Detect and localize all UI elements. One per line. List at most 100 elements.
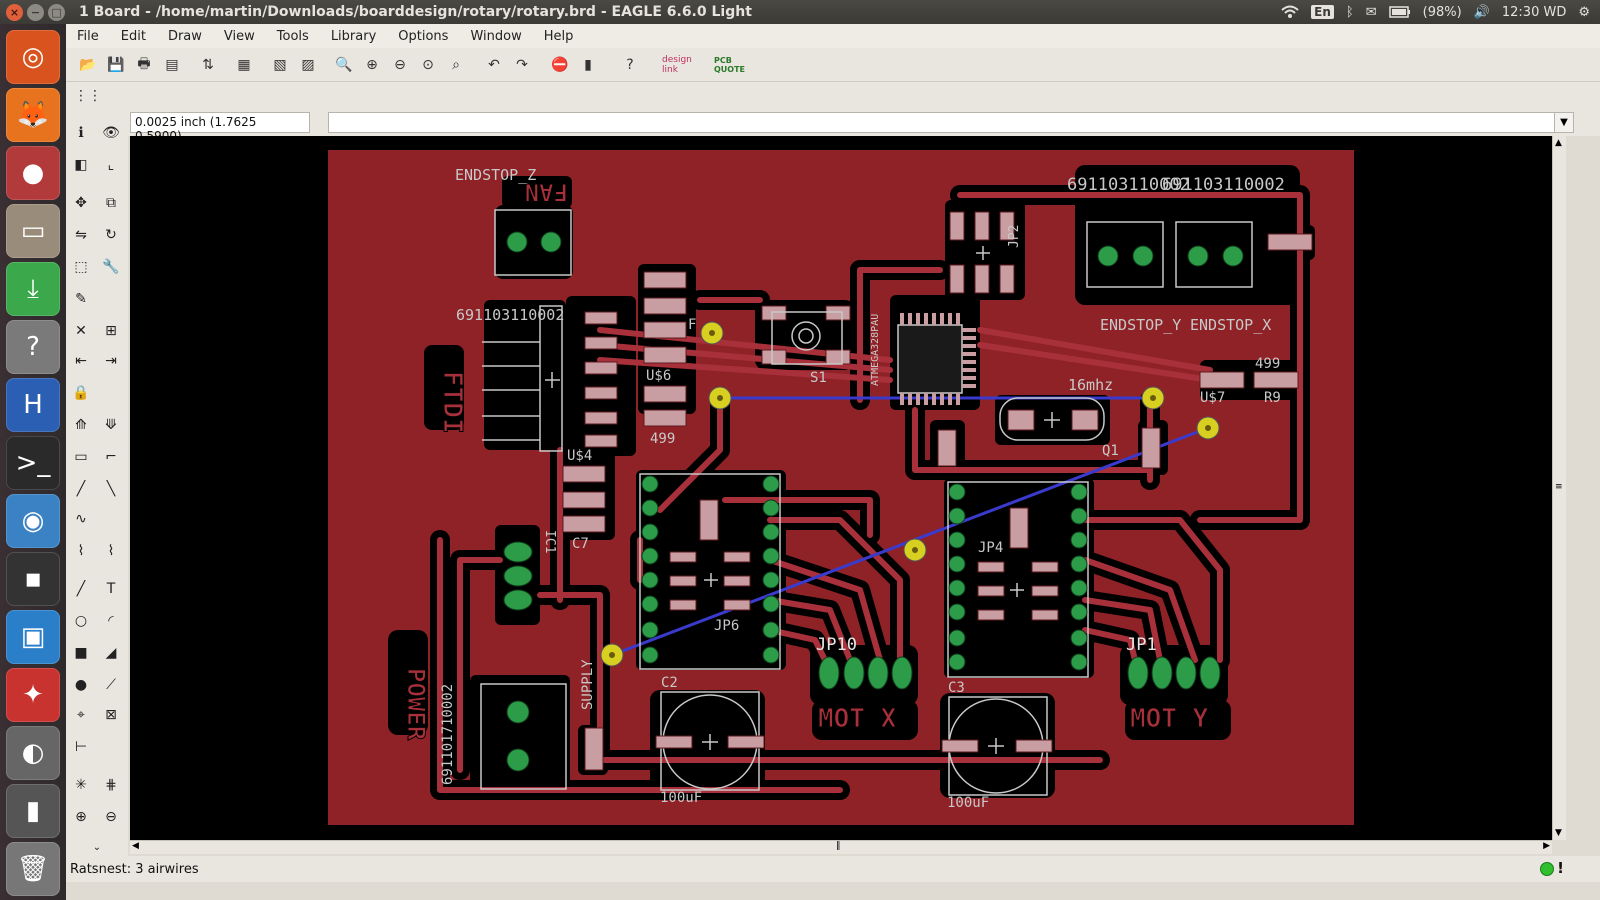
menu-library[interactable]: Library [330, 28, 377, 44]
storage-icon[interactable]: ▮ [6, 784, 60, 838]
ubuntu-dash-icon[interactable]: ◎ [6, 30, 60, 84]
grid-icon[interactable]: ⋮⋮ [74, 88, 102, 104]
zoom-in-icon[interactable]: ⊕ [366, 57, 378, 73]
display-layers-icon[interactable]: ◧ [74, 157, 88, 173]
save-icon[interactable]: 💾 [107, 57, 125, 73]
menu-view[interactable]: View [223, 28, 255, 44]
change-tool-icon[interactable]: 🔧 [102, 259, 120, 275]
split-tool-icon[interactable]: ⟱ [105, 417, 117, 433]
wire-tool-icon[interactable]: ╱ [76, 581, 86, 597]
name-tool-icon[interactable]: ⇤ [75, 353, 87, 369]
move-tool-icon[interactable]: ✥ [75, 195, 87, 211]
gear-icon[interactable]: ⚙ [1578, 4, 1590, 20]
stop-icon[interactable]: ⛔ [551, 57, 569, 73]
menu-help[interactable]: Help [543, 28, 574, 44]
autorouter-tool-icon[interactable]: ⌇ [107, 543, 115, 559]
horizontal-scrollbar[interactable]: ◀ ‖ ▶ [130, 840, 1552, 854]
zoom-redraw-icon[interactable]: ⊙ [422, 57, 434, 73]
minimize-window-button[interactable]: − [27, 3, 44, 21]
volume-icon[interactable]: 🔊 [1473, 4, 1490, 20]
smash-tool-icon[interactable]: ⟰ [75, 417, 87, 433]
mail-icon[interactable]: ✉ [1365, 4, 1377, 20]
mirror-tool-icon[interactable]: ⇋ [75, 227, 87, 243]
scroll-thumb-h[interactable]: ‖ [836, 841, 841, 851]
hed-editor-icon[interactable]: H [6, 378, 60, 432]
help-icon[interactable]: ? [626, 57, 634, 73]
errors-tool-icon[interactable]: ⋕ [105, 777, 117, 793]
circle-tool-icon[interactable]: ○ [74, 613, 88, 629]
board-canvas[interactable]: ENDSTOP_Z FAN 691103110002 691103110002 … [130, 136, 1552, 840]
cam-processor-icon[interactable]: ▤ [165, 57, 179, 73]
screen-app-icon[interactable]: ▣ [6, 610, 60, 664]
group-tool-icon[interactable]: ⬚ [74, 259, 88, 275]
arc-tool-icon[interactable]: ◜ [108, 613, 114, 629]
menu-tools[interactable]: Tools [276, 28, 309, 44]
dvd-icon[interactable]: ◐ [6, 726, 60, 780]
signal-tool-icon[interactable]: ⌇ [77, 543, 85, 559]
pcb-quote-button[interactable]: PCB QUOTE [714, 56, 746, 74]
eagle-cad-icon[interactable]: ✦ [6, 668, 60, 722]
stop-command-icon[interactable]: ! [1557, 859, 1564, 877]
info-tool-icon[interactable]: ℹ [78, 125, 84, 141]
files-icon[interactable]: ▭ [6, 204, 60, 258]
go-icon[interactable]: ▮ [584, 57, 592, 73]
zoom-out-icon[interactable]: ⊖ [394, 57, 406, 73]
vertical-scrollbar[interactable]: ▲ ≡ ▼ [1552, 136, 1566, 840]
add-tool-icon[interactable]: ⊞ [105, 323, 117, 339]
lock-tool-icon[interactable]: 🔒 [72, 385, 90, 401]
keyboard-layout-indicator[interactable]: En [1311, 5, 1334, 19]
zoom-select-icon[interactable]: ⌕ [452, 57, 460, 73]
palette-more-icon[interactable]: ⌄ [92, 841, 102, 853]
clock[interactable]: 12:30 WD [1501, 4, 1567, 20]
optimize-tool-icon[interactable]: ▭ [74, 449, 88, 465]
menu-options[interactable]: Options [398, 28, 449, 44]
text-tool-icon[interactable]: T [106, 581, 116, 597]
bluetooth-icon[interactable]: ᛒ [1345, 4, 1354, 20]
undo-icon[interactable]: ↶ [488, 57, 500, 73]
battery-icon[interactable] [1388, 6, 1411, 18]
ripup-tool-icon[interactable]: ╲ [106, 481, 116, 497]
scroll-up-icon[interactable]: ▲ [1555, 138, 1562, 148]
wifi-icon[interactable] [1281, 5, 1299, 19]
terminal-icon[interactable]: >_ [6, 436, 60, 490]
board-icon[interactable]: ▦ [237, 57, 251, 73]
ratsnest-tool-icon[interactable]: ⟋ [106, 677, 116, 693]
help-icon[interactable]: ? [6, 320, 60, 374]
mark-tool-icon[interactable]: ⌞ [107, 157, 115, 173]
rect-tool-icon[interactable]: ■ [74, 645, 88, 661]
copy-tool-icon[interactable]: ⧉ [106, 195, 116, 211]
update-icon[interactable]: ⤓ [6, 262, 60, 316]
scroll-right-icon[interactable]: ▶ [1543, 841, 1550, 851]
paste-tool-icon[interactable]: ✎ [75, 291, 87, 307]
chrome-icon[interactable]: ◉ [6, 494, 60, 548]
rotate-tool-icon[interactable]: ↻ [105, 227, 117, 243]
run-ulp-icon[interactable]: ▨ [301, 57, 315, 73]
eagle-app-icon[interactable]: ● [6, 146, 60, 200]
scroll-thumb-v[interactable]: ≡ [1555, 482, 1563, 492]
drc-tool-icon[interactable]: ✳ [75, 777, 87, 793]
firefox-icon[interactable]: 🦊 [6, 88, 60, 142]
menu-edit[interactable]: Edit [120, 28, 146, 44]
schematic-switch-icon[interactable]: ⇅ [202, 57, 214, 73]
zoom-area-icon[interactable]: ⊕ [75, 809, 87, 825]
scroll-left-icon[interactable]: ◀ [132, 841, 139, 851]
pcb-layout[interactable]: ENDSTOP_Z FAN 691103110002 691103110002 … [130, 136, 1552, 840]
menu-window[interactable]: Window [470, 28, 522, 44]
value-tool-icon[interactable]: ⇥ [105, 353, 117, 369]
open-icon[interactable]: 📂 [79, 57, 97, 73]
dimension-tool-icon[interactable]: ⊢ [74, 739, 88, 755]
command-line-input[interactable] [328, 112, 1560, 133]
hole-tool-icon[interactable]: ⌖ [77, 707, 85, 723]
print-icon[interactable]: 🖶 [137, 56, 151, 72]
via-tool-icon[interactable]: ● [74, 677, 88, 693]
route-tool-icon[interactable]: ╱ [76, 481, 86, 497]
disk-icon[interactable]: ▪ [6, 552, 60, 606]
redo-icon[interactable]: ↷ [516, 57, 528, 73]
design-link-button[interactable]: design link [662, 55, 692, 75]
zoom-fit-icon[interactable]: 🔍 [335, 57, 353, 73]
scroll-down-icon[interactable]: ▼ [1555, 828, 1562, 838]
close-window-button[interactable]: × [6, 3, 23, 21]
meander-tool-icon[interactable]: ∿ [75, 511, 87, 527]
miter-tool-icon[interactable]: ⌐ [105, 449, 117, 465]
trash-icon[interactable]: 🗑 [6, 842, 60, 896]
